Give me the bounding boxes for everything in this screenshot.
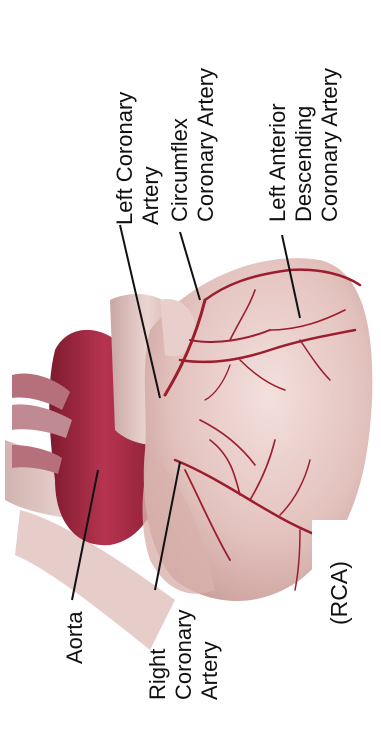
label-left-anterior-descending: Left Anterior Descending Coronary Artery — [265, 68, 343, 222]
label-rca: (RCA) — [326, 561, 352, 625]
label-left-coronary-line1: Left Coronary — [112, 92, 138, 225]
label-left-coronary-artery: Left Coronary Artery — [112, 92, 164, 225]
label-lad-line3: Coronary Artery — [317, 68, 343, 222]
label-right-coronary-artery: Right Coronary Artery — [145, 610, 223, 700]
label-rca-text: (RCA) — [326, 561, 352, 625]
label-circumflex-line1: Circumflex — [167, 68, 193, 222]
label-circumflex-line2: Coronary Artery — [193, 68, 219, 222]
label-right-coronary-line2: Coronary — [171, 610, 197, 700]
label-right-coronary-line3: Artery — [197, 610, 223, 700]
label-lad-line2: Descending — [291, 68, 317, 222]
leader-circumflex — [180, 232, 200, 300]
label-left-coronary-line2: Artery — [138, 92, 164, 225]
label-lad-line1: Left Anterior — [265, 68, 291, 222]
label-right-coronary-line1: Right — [145, 610, 171, 700]
label-aorta: Aorta — [62, 611, 88, 664]
label-circumflex-coronary-artery: Circumflex Coronary Artery — [167, 68, 219, 222]
label-aorta-text: Aorta — [62, 611, 88, 664]
